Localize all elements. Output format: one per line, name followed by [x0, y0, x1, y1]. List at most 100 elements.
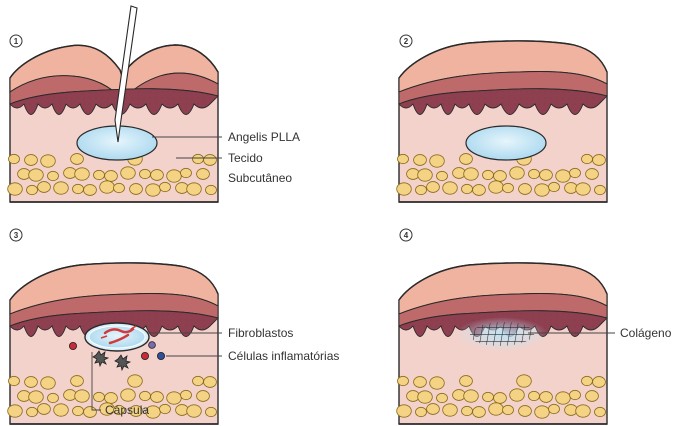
- panel-1: [7, 44, 219, 203]
- fat-cell: [93, 169, 105, 181]
- fat-cell: [539, 391, 553, 403]
- fat-cell: [113, 182, 125, 194]
- fat-cell: [196, 390, 210, 402]
- fat-cell: [426, 181, 440, 193]
- svg-text:3: 3: [14, 231, 19, 240]
- fat-cell: [509, 388, 525, 402]
- fat-cell: [436, 170, 448, 182]
- fat-cell: [429, 154, 445, 168]
- fat-cell: [417, 390, 433, 404]
- fat-cell: [129, 405, 143, 417]
- fat-cell: [196, 168, 210, 180]
- label-angelis-plla: Angelis PLLA: [228, 130, 300, 144]
- dermis-texture: [10, 88, 218, 115]
- panel-4: [396, 262, 608, 425]
- fat-cell: [575, 404, 591, 418]
- label-fibroblastos: Fibroblastos: [228, 326, 293, 340]
- skin-surface: [9, 262, 219, 301]
- fat-cell: [436, 392, 448, 404]
- fat-cell: [518, 183, 532, 195]
- fat-cell: [150, 391, 164, 403]
- fat-cell: [594, 184, 606, 196]
- fat-cell: [192, 153, 204, 165]
- fat-layer: [396, 152, 606, 197]
- fat-cell: [502, 182, 514, 194]
- fat-cell: [592, 376, 606, 388]
- fat-cell: [83, 406, 97, 418]
- fat-cell: [482, 391, 494, 403]
- fat-cell: [28, 390, 44, 404]
- fat-cell: [459, 153, 473, 165]
- fat-cell: [166, 391, 182, 405]
- label-subcutaneo: Subcutâneo: [228, 171, 292, 185]
- fat-cell: [461, 183, 473, 195]
- fat-cell: [442, 181, 458, 195]
- fat-cell: [127, 374, 143, 388]
- fat-cell: [482, 169, 494, 181]
- fat-cell: [528, 168, 540, 180]
- fat-cell: [104, 392, 118, 404]
- fat-cell: [509, 166, 525, 180]
- fat-cell: [180, 389, 192, 401]
- fat-cell: [575, 182, 591, 196]
- fat-cell: [528, 390, 540, 402]
- panel-number-4: 4: [399, 228, 413, 242]
- fat-cell: [129, 183, 143, 195]
- svg-text:4: 4: [404, 231, 409, 240]
- fat-cell: [104, 170, 118, 182]
- fat-cell: [159, 403, 171, 415]
- svg-text:2: 2: [404, 37, 409, 46]
- fat-cell: [397, 153, 409, 165]
- fat-cell: [548, 181, 560, 193]
- fat-cell: [26, 406, 38, 418]
- fat-cell: [516, 374, 532, 388]
- fat-cell: [488, 402, 504, 416]
- fat-cell: [548, 403, 560, 415]
- fat-cell: [7, 182, 23, 196]
- fat-layer: [396, 374, 606, 419]
- panel-number-1: 1: [9, 34, 23, 48]
- fat-cell: [415, 406, 427, 418]
- fat-cell: [139, 390, 151, 402]
- fat-cell: [493, 392, 507, 404]
- skin-surface: [398, 40, 608, 79]
- plla-implant: [465, 125, 547, 161]
- fat-cell: [534, 405, 550, 419]
- fat-cell: [502, 404, 514, 416]
- fat-cell: [488, 180, 504, 194]
- fat-cell: [592, 154, 606, 166]
- fat-cell: [463, 167, 479, 181]
- fat-cell: [145, 183, 161, 197]
- fat-cell: [8, 375, 20, 387]
- needle: [114, 5, 138, 143]
- fat-cell: [53, 403, 69, 417]
- skin-surface: [9, 44, 219, 79]
- panel-number-3: 3: [9, 228, 23, 242]
- fat-cell: [192, 375, 204, 387]
- inflammatory-cells: [69, 341, 165, 372]
- fat-cell: [555, 169, 571, 183]
- fat-cell: [413, 154, 427, 166]
- fat-cell: [40, 376, 56, 390]
- fat-cell: [205, 184, 217, 196]
- fat-cell: [396, 182, 412, 196]
- label-colageno: Colágeno: [620, 326, 672, 340]
- fat-cell: [555, 391, 571, 405]
- fat-cell: [493, 170, 507, 182]
- skin-surface: [398, 262, 608, 301]
- fat-cell: [139, 168, 151, 180]
- fat-cell: [24, 154, 38, 166]
- fat-cell: [415, 184, 427, 196]
- fat-cell: [397, 375, 409, 387]
- fat-cell: [72, 183, 84, 195]
- fat-cell: [7, 404, 23, 418]
- fat-cell: [166, 169, 182, 183]
- svg-text:1: 1: [14, 37, 19, 46]
- label-tecido: Tecido: [228, 151, 263, 165]
- fat-cell: [113, 404, 125, 416]
- fat-cell: [120, 388, 136, 402]
- fat-cell: [205, 406, 217, 418]
- fat-cell: [585, 390, 599, 402]
- fat-cell: [472, 184, 486, 196]
